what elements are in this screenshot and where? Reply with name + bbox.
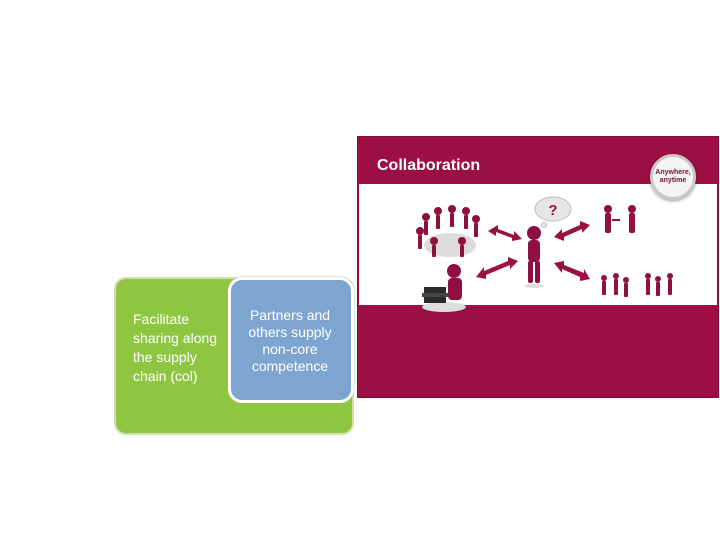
clock-badge-text: Anywhere, anytime	[655, 169, 691, 184]
outer-box-text: Facilitate sharing along the supply chai…	[133, 311, 218, 384]
round-table-group-icon	[416, 205, 480, 257]
slide-title: Collaboration	[377, 157, 481, 174]
inner-box-text: Partners and others supply non-core comp…	[248, 307, 332, 374]
clock-badge: Anywhere, anytime	[650, 154, 696, 200]
question-bubble: ?	[534, 196, 572, 228]
collaboration-slide: Collaboration Anywhere, anytime ?	[357, 136, 719, 398]
person-at-desk-icon	[422, 264, 466, 312]
central-person-icon	[524, 226, 544, 288]
question-mark: ?	[548, 202, 557, 219]
arrow-icons	[476, 221, 590, 281]
pair-of-people-icon	[604, 205, 636, 233]
inner-box	[228, 277, 354, 403]
team-group-icon	[601, 273, 673, 297]
collaboration-illustration: ?	[416, 196, 673, 312]
